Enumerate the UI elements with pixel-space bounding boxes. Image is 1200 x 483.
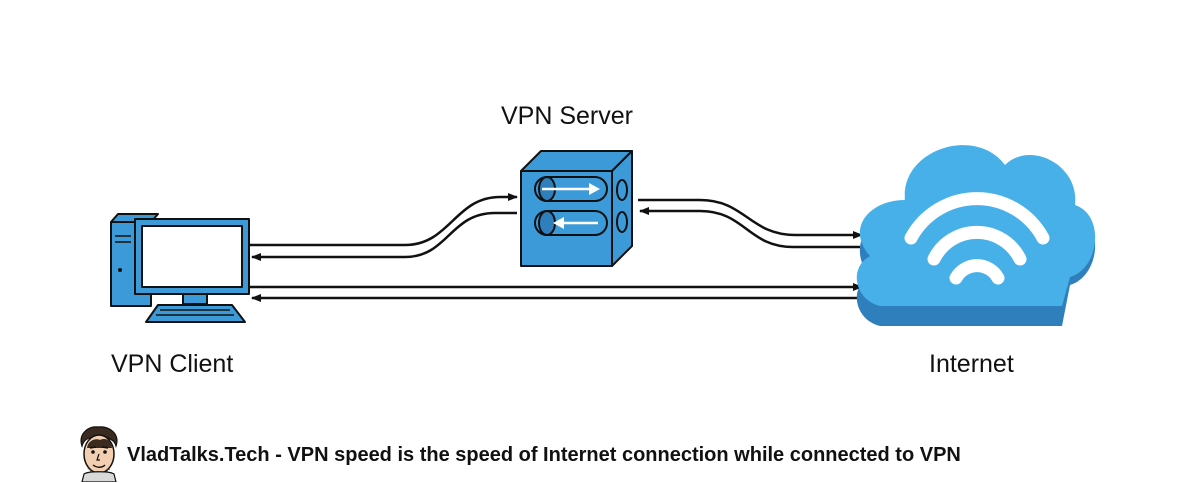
connector-client-server <box>250 193 518 261</box>
arrow-server-to-internet <box>638 198 863 239</box>
arrow-server-to-client <box>251 211 517 261</box>
internet-label: Internet <box>929 350 1014 378</box>
arrow-client-to-server <box>250 193 518 247</box>
connector-client-internet <box>250 283 863 302</box>
arrow-internet-to-server <box>639 207 860 249</box>
server-label: VPN Server <box>501 102 633 130</box>
connector-server-internet <box>638 198 863 249</box>
client-label: VPN Client <box>111 350 234 378</box>
author-avatar-icon <box>80 426 118 482</box>
wifi-cloud-icon <box>856 145 1096 326</box>
desktop-computer-icon <box>110 213 250 323</box>
caption-text: VladTalks.Tech - VPN speed is the speed … <box>127 444 961 466</box>
server-icon <box>520 150 633 267</box>
